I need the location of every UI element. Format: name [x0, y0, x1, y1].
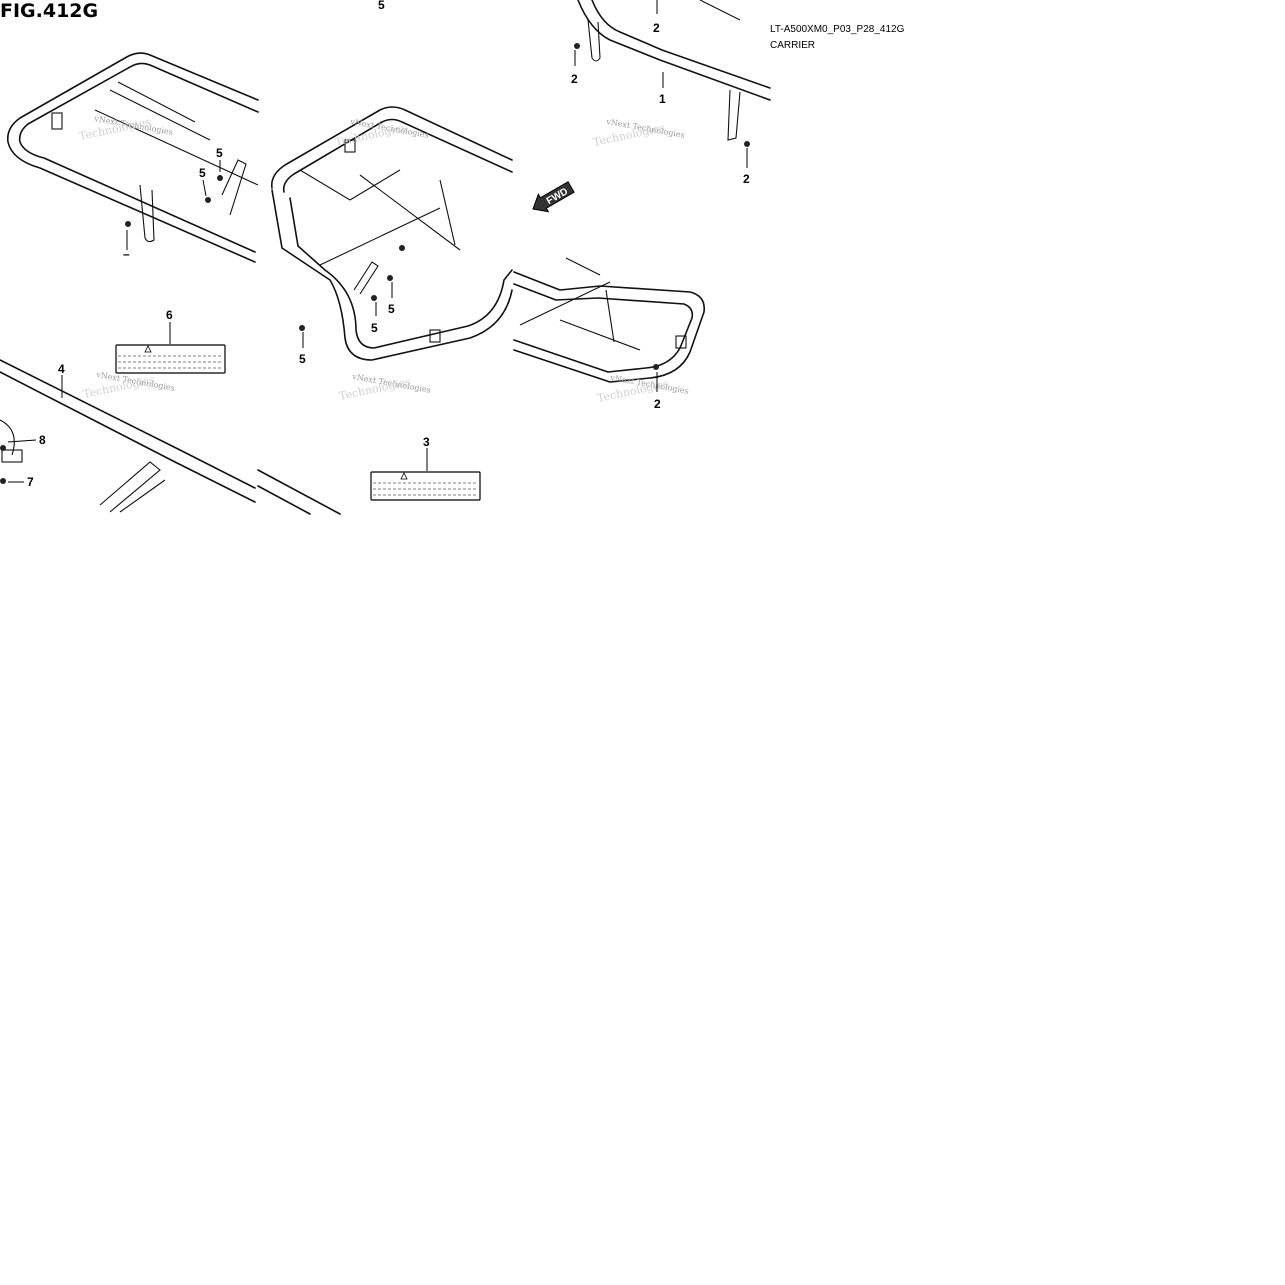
callout-number: 5	[199, 166, 206, 180]
side-carrier-view	[0, 359, 256, 513]
callout-number: 3	[423, 435, 430, 449]
bottom-middle-view	[257, 469, 341, 515]
callout-number: 5	[371, 321, 378, 335]
rear-carrier-view	[270, 106, 513, 361]
callout-number: 1	[659, 92, 666, 106]
section-name: CARRIER	[770, 40, 815, 51]
callout-number: 4	[58, 362, 65, 376]
callout-number: 5	[378, 0, 385, 12]
callout-number: 2	[743, 172, 750, 186]
callouts: 5 2 2 1 2 2 5 5 – 5 5 5 6 3 4 8 7	[27, 0, 750, 489]
callout-number: 2	[654, 397, 661, 411]
callout-number: 6	[166, 308, 173, 322]
model-code: LT-A500XM0_P03_P28_412G	[770, 24, 905, 35]
callout-number: –	[123, 247, 130, 261]
front-carrier-view	[6, 52, 259, 263]
callout-number: 5	[216, 146, 223, 160]
callout-number: 5	[299, 352, 306, 366]
callout-number: 2	[653, 21, 660, 35]
callout-number: 8	[39, 433, 46, 447]
callout-number: 5	[388, 302, 395, 316]
forward-direction-label: FWD	[545, 186, 570, 207]
warning-label-6	[115, 344, 226, 374]
carrier-detail-view	[574, 0, 771, 147]
callout-number: 2	[571, 72, 578, 86]
watermarks: vNext Technologies Technologies vNext Te…	[78, 114, 690, 405]
callout-number: 7	[27, 475, 34, 489]
figure-title: FIG.412G	[0, 0, 98, 22]
forward-direction-arrow: FWD	[532, 181, 575, 213]
lower-carrier-view	[513, 257, 706, 383]
warning-label-3	[370, 471, 481, 501]
callout-leaders	[7, 0, 748, 483]
